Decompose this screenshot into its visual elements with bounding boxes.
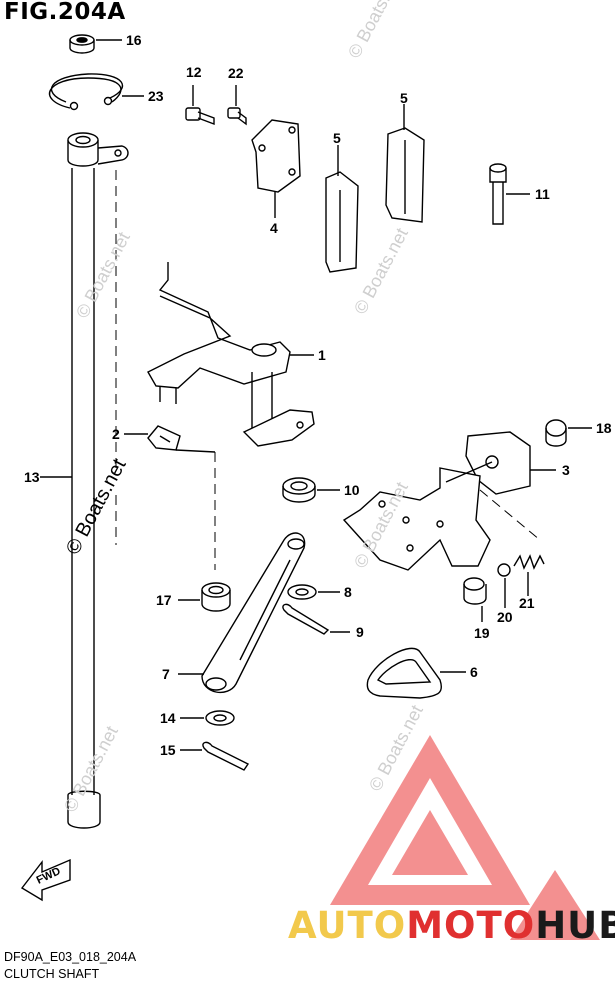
callout-23: 23 — [148, 88, 164, 104]
figure-title: FIG.204A — [4, 0, 126, 25]
figure-code: DF90A_E03_018_204A — [4, 950, 137, 964]
callout-12: 12 — [186, 64, 202, 80]
part-7-link-rod — [201, 532, 306, 694]
part-19-bushing — [463, 577, 487, 622]
part-21-spring — [513, 554, 545, 596]
callout-15: 15 — [160, 742, 176, 758]
brand-logo: AUTOMOTOHUB — [288, 904, 615, 947]
brand-moto: MOTO — [406, 904, 536, 947]
part-4-plate — [251, 119, 301, 218]
callout-3: 3 — [562, 462, 570, 478]
part-2-clip — [147, 425, 181, 451]
callout-19: 19 — [474, 625, 490, 641]
part-16-plug — [69, 34, 95, 54]
part-22-bolt — [227, 85, 247, 126]
brand-triangle-logo — [330, 735, 600, 940]
part-5-clip-left — [325, 145, 359, 273]
part-15-cotter-pin — [202, 741, 250, 771]
callout-1: 1 — [318, 347, 326, 363]
part-18-plug — [545, 419, 567, 447]
part-20-ball — [497, 563, 511, 608]
callout-4: 4 — [270, 220, 278, 236]
alignment-dashed-lines — [115, 170, 541, 570]
callout-13: 13 — [24, 469, 40, 485]
part-10-bushing — [282, 477, 316, 503]
part-3-housing — [342, 431, 531, 571]
figure-caption: CLUTCH SHAFT — [4, 967, 100, 981]
part-23-circlip — [49, 73, 123, 111]
part-9-cotter-pin — [282, 603, 330, 635]
callout-22: 22 — [228, 65, 244, 81]
callout-8: 8 — [344, 584, 352, 600]
callout-2: 2 — [112, 426, 120, 442]
callout-5-right: 5 — [400, 90, 408, 106]
callout-20: 20 — [497, 609, 513, 625]
part-8-washer — [287, 584, 317, 600]
part-14-washer — [205, 710, 235, 726]
callout-14: 14 — [160, 710, 176, 726]
callout-5-left: 5 — [333, 130, 341, 146]
callout-17: 17 — [156, 592, 172, 608]
fwd-arrow-icon — [20, 858, 71, 902]
callout-6: 6 — [470, 664, 478, 680]
callout-9: 9 — [356, 624, 364, 640]
part-6-seal — [366, 647, 443, 699]
callout-16: 16 — [126, 32, 142, 48]
callout-21: 21 — [519, 595, 535, 611]
callout-11: 11 — [535, 186, 550, 202]
callout-7: 7 — [162, 666, 170, 682]
part-1-shift-lever — [147, 262, 315, 447]
callout-18: 18 — [596, 420, 612, 436]
part-5-clip-right — [385, 104, 425, 223]
part-11-bolt — [489, 163, 507, 225]
callout-10: 10 — [344, 482, 360, 498]
part-17-bushing — [201, 582, 231, 612]
brand-auto: AUTO — [288, 904, 407, 947]
part-13-clutch-shaft — [67, 132, 129, 829]
brand-hub: HUB — [535, 904, 615, 947]
leader-2b — [175, 449, 216, 453]
part-12-bolt — [185, 85, 215, 126]
